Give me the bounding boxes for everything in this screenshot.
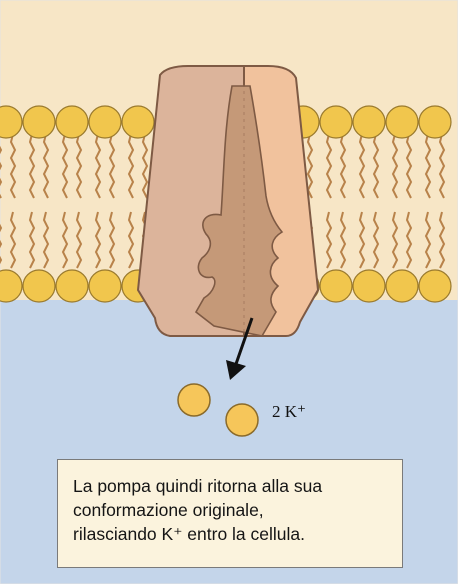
phospholipid-head [353, 106, 385, 138]
phospholipid-head [386, 270, 418, 302]
caption-line: La pompa quindi ritorna alla sua [73, 474, 392, 498]
potassium-ion [226, 404, 258, 436]
phospholipid-head [386, 106, 418, 138]
phospholipid-head [89, 106, 121, 138]
phospholipid-head [419, 270, 451, 302]
phospholipid-head [122, 106, 154, 138]
phospholipid-head [320, 106, 352, 138]
sodium-potassium-pump-protein [138, 66, 318, 336]
phospholipid-head [56, 106, 88, 138]
caption-line: rilasciando K⁺ entro la cellula. [73, 522, 392, 546]
phospholipid-head [56, 270, 88, 302]
phospholipid-head [23, 106, 55, 138]
potassium-ion-label: 2 K⁺ [272, 402, 306, 422]
phospholipid-head [320, 270, 352, 302]
potassium-ion [178, 384, 210, 416]
phospholipid-head [353, 270, 385, 302]
phospholipid-head [23, 270, 55, 302]
phospholipid-head [89, 270, 121, 302]
caption-box: La pompa quindi ritorna alla sua conform… [57, 459, 403, 568]
caption-line: conformazione originale, [73, 498, 392, 522]
phospholipid-head [419, 106, 451, 138]
